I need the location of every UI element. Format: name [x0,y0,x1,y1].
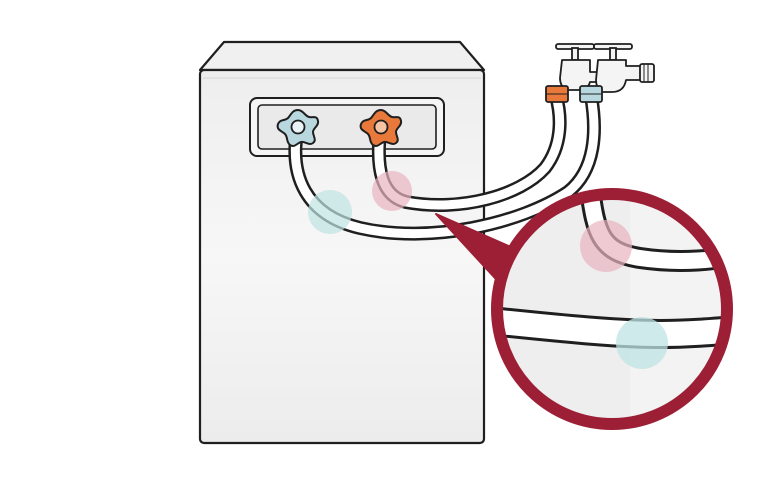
hot-hose-marker [372,171,412,211]
cabinet-top-lid [198,40,486,72]
cold-water-faucet [579,43,655,103]
hot-hose-marker-zoomed [580,220,632,272]
magnifier-callout [435,188,733,430]
cold-hose-marker [308,190,352,234]
cold-inlet-valve [276,108,320,147]
water-tap-icon [595,59,643,93]
hot-inlet-valve [359,108,403,147]
washing-machine-cabinet [198,40,486,445]
cold-hose-marker-zoomed [616,317,668,369]
magnifier-ring [491,188,733,430]
